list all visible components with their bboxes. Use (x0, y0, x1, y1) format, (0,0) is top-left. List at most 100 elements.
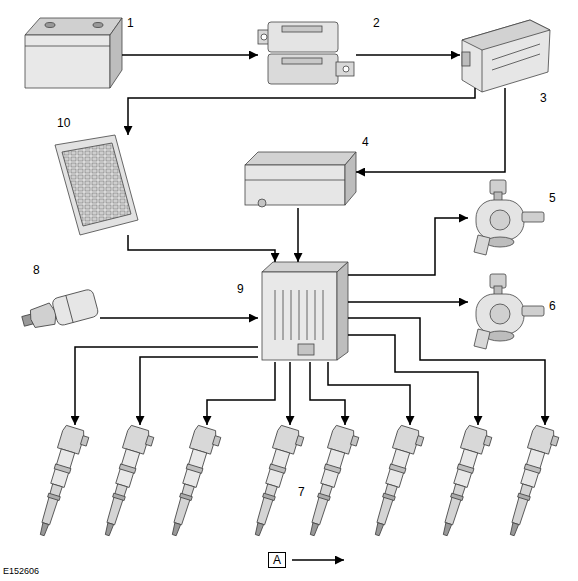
relay-block-illustration (258, 22, 354, 84)
illustration-part (55, 135, 138, 235)
signal-arrow (348, 318, 545, 425)
figure-number: E152606 (3, 567, 39, 576)
legend-key: A (268, 552, 286, 568)
signal-arrow (348, 218, 468, 275)
signal-arrow (140, 357, 258, 425)
illustration-part (302, 425, 361, 540)
component-area: 3 (460, 18, 550, 88)
component-area: 4 (240, 150, 356, 208)
illustration-part (62, 143, 131, 226)
signal-arrow (122, 54, 258, 56)
illustration-part (25, 46, 110, 47)
illustration-part (345, 152, 356, 205)
illustration-part (247, 425, 306, 540)
legend-arrow (292, 552, 348, 568)
legend-item: A (268, 552, 348, 568)
illustration-part (268, 22, 338, 52)
callout-number: 7 (298, 486, 305, 498)
callout-number: 6 (549, 300, 556, 312)
sensor-illustration (19, 288, 99, 334)
illustration-part (462, 52, 470, 66)
illustration-part (323, 290, 324, 340)
callout-number: 4 (362, 136, 369, 148)
callout-number: 2 (373, 17, 380, 29)
illustration-part (45, 23, 55, 28)
illustration-part (502, 425, 561, 540)
illustration-part (66, 295, 73, 322)
signal-arrow (128, 88, 475, 135)
signal-arrow (297, 208, 299, 262)
illustration-part (462, 20, 550, 50)
illustration-part (343, 66, 349, 72)
illustration-part (268, 54, 338, 84)
illustration-part (97, 425, 156, 540)
component-area: 1 (25, 15, 122, 88)
illustration-part (462, 20, 550, 92)
signal-arrow (75, 347, 258, 425)
component-area: 8 (25, 285, 100, 338)
illustration-part (262, 262, 348, 272)
illustration-part (262, 272, 337, 360)
illustration-part (282, 58, 322, 64)
signal-arrow (100, 317, 258, 319)
module-illustration (245, 152, 356, 207)
engine-control-module-illustration (262, 262, 348, 360)
control-module-illustration (462, 20, 550, 92)
illustration-part (315, 290, 316, 340)
signal-arrow (348, 301, 468, 303)
illustration-part (245, 180, 345, 181)
illustration-part (307, 290, 308, 340)
illustration-part (25, 18, 122, 35)
callout-number: 10 (57, 117, 70, 129)
illustration-part (32, 425, 91, 540)
fuel-pump-illustration (474, 180, 544, 255)
signal-arrow (356, 88, 505, 172)
component-area: 9 (258, 262, 348, 362)
fuel-pump-illustration (474, 274, 544, 349)
callout-number: 8 (33, 264, 40, 276)
signal-arrow (348, 335, 478, 425)
signal-arrow (356, 54, 460, 56)
legend-arrow-line (292, 559, 344, 561)
illustration-part (299, 290, 300, 340)
signal-arrow (207, 362, 275, 425)
callout-number: 1 (127, 17, 134, 29)
illustration-part (258, 199, 266, 207)
injector-illustrations (32, 425, 561, 540)
fuse-box-illustration (55, 135, 138, 235)
illustration-part (164, 425, 223, 540)
illustration-part (291, 290, 292, 340)
battery-illustration (25, 18, 122, 88)
illustration-part (245, 152, 356, 165)
illustration-part (261, 34, 267, 40)
illustration-part (435, 425, 494, 540)
signal-arrow (289, 362, 291, 425)
signal-arrow (128, 235, 275, 262)
callout-number: 5 (549, 192, 556, 204)
component-area: 6 (468, 272, 545, 350)
callout-number: 9 (237, 283, 244, 295)
illustration-part (283, 290, 284, 340)
illustration-part (245, 165, 345, 205)
illustration-part (492, 54, 540, 70)
illustration-part (51, 288, 99, 326)
component-area: 10 (52, 135, 140, 235)
illustration-part (337, 262, 348, 360)
illustration-part (110, 18, 122, 88)
illustration-part (367, 425, 426, 540)
illustration-part (275, 290, 276, 340)
illustration-part (93, 23, 103, 28)
illustration-part (282, 26, 322, 32)
illustration-part (298, 344, 314, 355)
illustration-part (336, 62, 354, 76)
illustration-part (492, 44, 540, 60)
callout-number: 3 (540, 92, 547, 104)
illustration-part (25, 35, 110, 88)
component-area: 5 (468, 180, 545, 255)
component-area: 7 (30, 425, 560, 548)
component-area: 2 (258, 18, 356, 88)
illustration-part (482, 50, 483, 92)
